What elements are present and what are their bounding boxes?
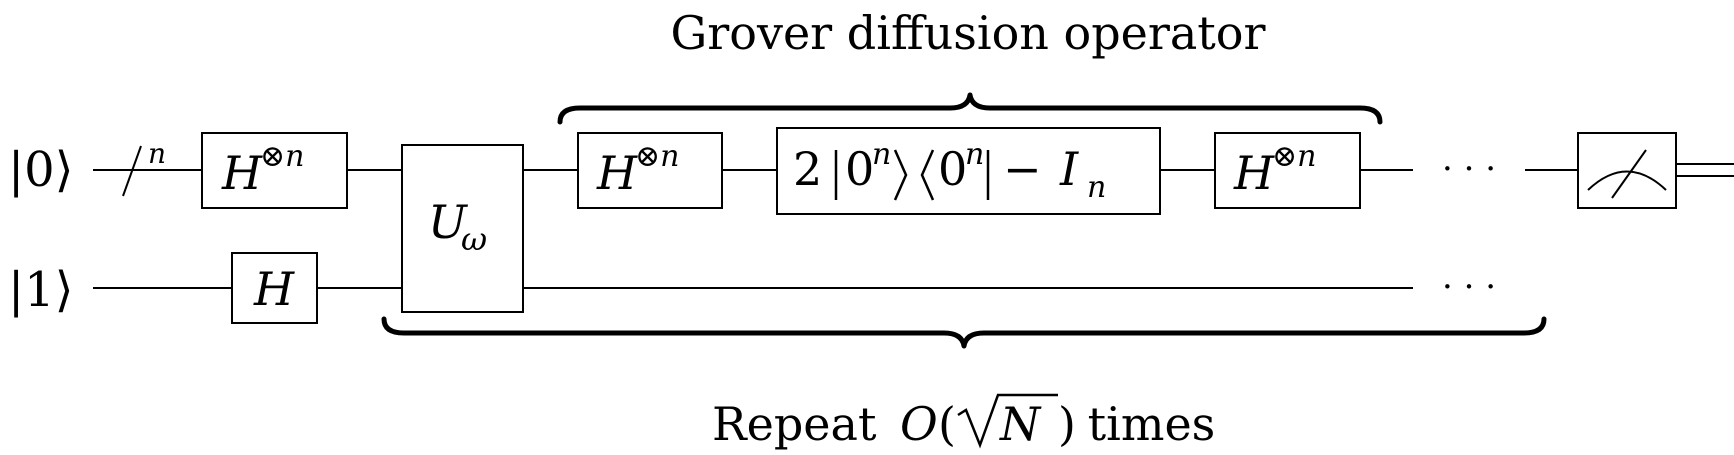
gate-superscript: ⊗n <box>635 139 679 174</box>
close-paren: ) <box>1058 397 1076 451</box>
gate-label: H <box>1233 146 1275 200</box>
identity-symbol: I <box>1059 142 1079 196</box>
gate-label: H <box>596 146 638 200</box>
hadamard-n-gate-diffusion-start: H ⊗n <box>577 132 723 209</box>
top-caption: Grover diffusion operator <box>671 6 1266 60</box>
gate-superscript: ⊗n <box>1272 139 1316 174</box>
diffusion-coefficient: 2 <box>793 142 822 196</box>
minus-sign: − <box>1003 142 1042 196</box>
caption-prefix: Repeat <box>712 397 877 451</box>
identity-subscript: n <box>1087 170 1106 205</box>
ellipsis-bottom: · · · <box>1442 267 1496 307</box>
measurement-meter-icon <box>1577 132 1677 209</box>
top-brace <box>557 92 1383 125</box>
qubit-1-ket: |1⟩ <box>8 262 73 318</box>
register-slash <box>122 145 142 197</box>
ellipsis-top: · · · <box>1442 149 1496 189</box>
square-root-icon <box>957 393 1058 449</box>
caption-suffix: times <box>1073 397 1215 451</box>
gate-label: H <box>221 146 263 200</box>
ket-digit: 0 <box>845 142 874 196</box>
oracle-gate: U ω <box>401 144 524 313</box>
gate-superscript: ⊗n <box>260 139 304 174</box>
radicand: N <box>999 397 1042 451</box>
hadamard-n-gate-diffusion-end: H ⊗n <box>1214 132 1361 209</box>
big-o-symbol: O <box>900 397 938 451</box>
bra-digit: 0 <box>938 142 967 196</box>
register-size-label: n <box>148 137 166 170</box>
open-paren: ( <box>938 397 956 451</box>
qubit-0-ket: |0⟩ <box>8 142 73 198</box>
hadamard-n-gate-initial: H ⊗n <box>201 132 348 209</box>
conditional-phase-shift-gate: 2 0 n 0 n − I n <box>776 127 1161 215</box>
gate-subscript: ω <box>461 220 487 258</box>
bottom-caption: Repeat O ( N ) times <box>712 393 1215 451</box>
bottom-brace <box>381 316 1547 349</box>
hadamard-gate-ancilla: H <box>231 252 318 324</box>
bra-angle <box>920 149 935 201</box>
bra-exponent: n <box>965 137 984 172</box>
ket-angle <box>893 149 908 201</box>
gate-label: H <box>253 262 295 316</box>
ket-exponent: n <box>872 137 891 172</box>
gate-label: U <box>428 195 469 249</box>
